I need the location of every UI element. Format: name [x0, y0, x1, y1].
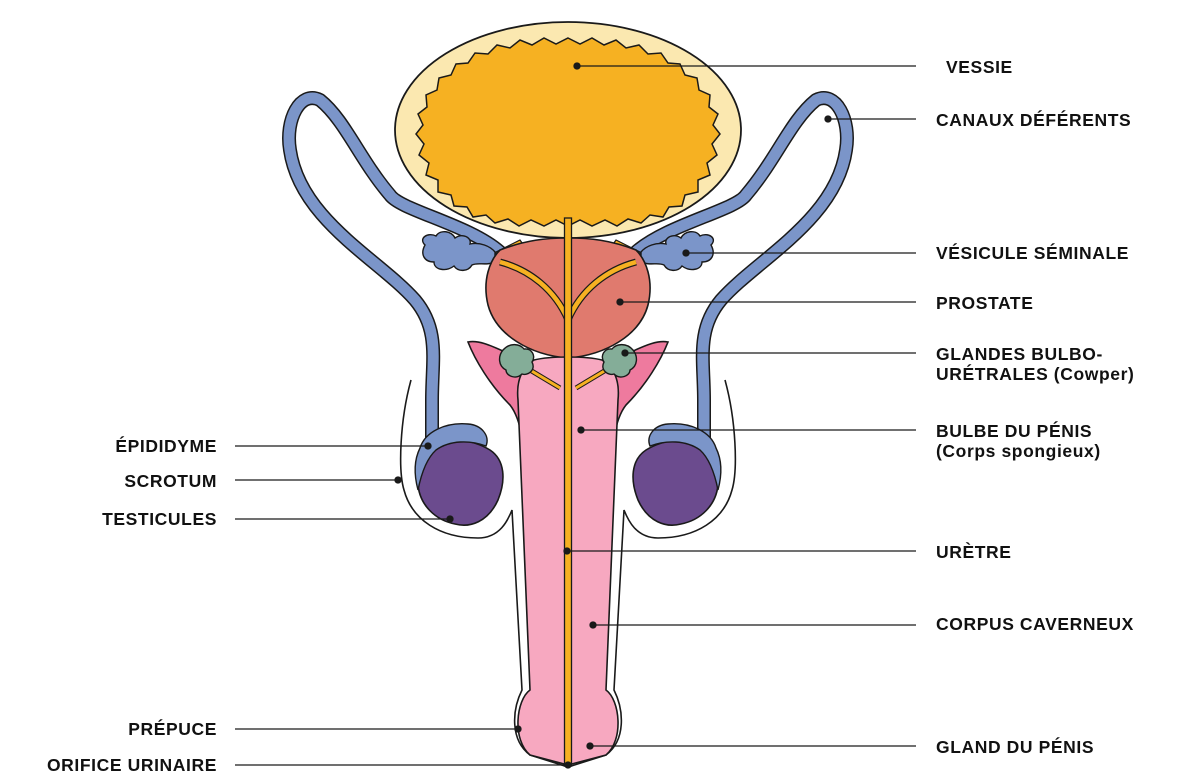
- label-vesicule-seminale: VÉSICULE SÉMINALE: [936, 243, 1129, 263]
- label-bulbe-du-penis: BULBE DU PÉNIS (Corps spongieux): [936, 421, 1101, 461]
- label-bulbe-line1: BULBE DU PÉNIS: [936, 421, 1101, 441]
- urethra: [565, 218, 572, 766]
- label-orifice-urinaire: ORIFICE URINAIRE: [47, 755, 217, 775]
- label-glandes-line1: GLANDES BULBO-: [936, 344, 1134, 364]
- label-testicules: TESTICULES: [102, 509, 217, 529]
- label-gland-du-penis: GLAND DU PÉNIS: [936, 737, 1094, 757]
- label-glandes-bulbouretrales: GLANDES BULBO- URÉTRALES (Cowper): [936, 344, 1134, 384]
- label-epididyme: ÉPIDIDYME: [115, 436, 217, 456]
- label-uretre: URÈTRE: [936, 542, 1012, 562]
- label-corpus-caverneux: CORPUS CAVERNEUX: [936, 614, 1134, 634]
- label-scrotum: SCROTUM: [124, 471, 217, 491]
- label-glandes-line2: URÉTRALES (Cowper): [936, 364, 1134, 384]
- label-prepuce: PRÉPUCE: [128, 719, 217, 739]
- label-vessie: VESSIE: [946, 57, 1013, 77]
- label-bulbe-line2: (Corps spongieux): [936, 441, 1101, 461]
- label-canaux-deferents: CANAUX DÉFÉRENTS: [936, 110, 1131, 130]
- label-prostate: PROSTATE: [936, 293, 1034, 313]
